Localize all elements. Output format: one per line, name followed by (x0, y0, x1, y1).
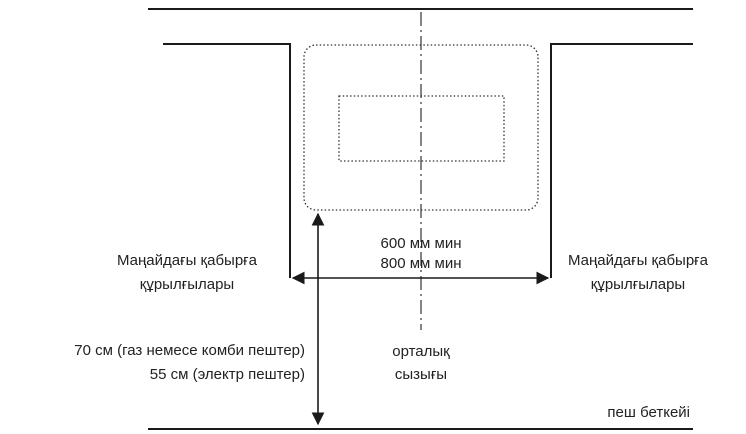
left-cabinet-label-line1: Маңайдағы қабырға (117, 252, 258, 269)
center-line-label-line2: сызығы (395, 366, 447, 383)
height-gas-label: 70 см (газ немесе комби пештер) (74, 342, 305, 359)
left-cabinet-label-line2: құрылғылары (140, 276, 234, 293)
dimension-600-label: 600 мм мин (381, 235, 462, 252)
hob-surface-label: пеш беткейі (607, 404, 690, 421)
left-cabinet-outline (163, 43, 291, 278)
dimension-800-label: 800 мм мин (381, 255, 462, 272)
right-cabinet-label-line2: құрылғылары (591, 276, 685, 293)
center-line-label-line1: орталық (392, 343, 450, 360)
right-cabinet-outline (550, 43, 693, 278)
right-cabinet-label-line1: Маңайдағы қабырға (568, 252, 709, 269)
height-electric-label: 55 см (электр пештер) (150, 366, 305, 383)
